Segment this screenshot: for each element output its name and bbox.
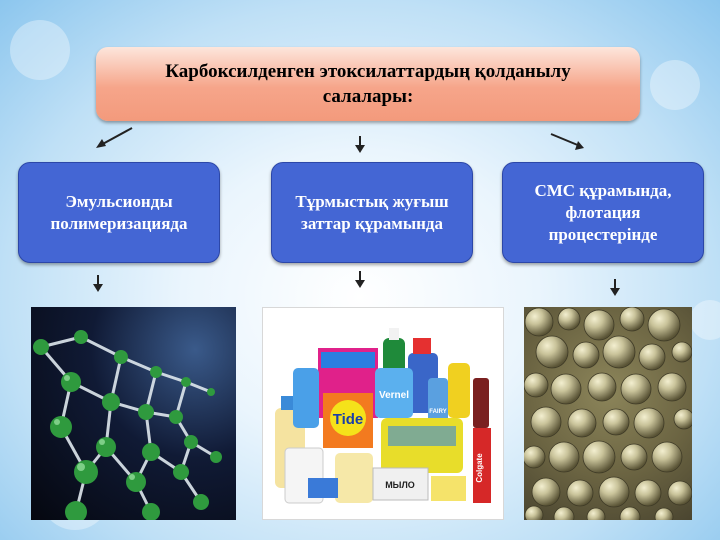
arrow-left-icon bbox=[96, 127, 133, 148]
title-box: Карбоксилденген этоксилаттардың қолданыл… bbox=[96, 47, 640, 121]
category-3-line-1: СМС құрамында, bbox=[534, 180, 672, 200]
category-2-line-1: Тұрмыстық жуғыш bbox=[295, 191, 449, 211]
vernel-label: Vernel bbox=[379, 390, 409, 401]
arrow-right-icon bbox=[550, 133, 584, 150]
detergent-products-image: Tide Vernel FAIRY Colgate МЫЛО bbox=[262, 307, 504, 520]
tide-label: Tide bbox=[333, 411, 364, 428]
title-line-1: Карбоксилденген этоксилаттардың қолданыл… bbox=[165, 61, 571, 82]
arrow-down-icon bbox=[355, 136, 365, 153]
molecular-lattice-image bbox=[31, 307, 236, 520]
category-box-flotation: СМС құрамында, флотация процестерінде bbox=[502, 162, 704, 263]
diagram-title: Карбоксилденген этоксилаттардың қолданыл… bbox=[133, 59, 603, 109]
foam-bubbles-image bbox=[524, 307, 692, 520]
background-bokeh bbox=[650, 60, 700, 110]
category-2-line-2: заттар құрамында bbox=[300, 213, 443, 233]
background-bokeh bbox=[690, 300, 720, 340]
foam-bubbles-icon bbox=[524, 307, 692, 520]
mylo-label: МЫЛО bbox=[385, 480, 415, 490]
arrow-down-icon bbox=[93, 275, 103, 292]
fairy-label: FAIRY bbox=[429, 409, 446, 415]
category-3-line-2: флотация bbox=[565, 202, 641, 222]
molecular-lattice-icon bbox=[33, 330, 222, 520]
detergent-products-icon: Tide Vernel FAIRY Colgate МЫЛО bbox=[275, 328, 491, 504]
arrow-down-icon bbox=[355, 271, 365, 288]
title-line-2: салалары: bbox=[322, 86, 414, 107]
arrow-down-icon bbox=[610, 279, 620, 296]
category-box-emulsion: Эмульсионды полимеризацияда bbox=[18, 162, 220, 263]
category-1-line-1: Эмульсионды bbox=[65, 191, 173, 211]
category-3-line-3: процестерінде bbox=[548, 224, 658, 244]
category-1-line-2: полимеризацияда bbox=[50, 213, 188, 233]
colgate-label: Colgate bbox=[475, 453, 484, 483]
background-bokeh bbox=[10, 20, 70, 80]
category-box-detergents: Тұрмыстық жуғыш заттар құрамында bbox=[271, 162, 473, 263]
